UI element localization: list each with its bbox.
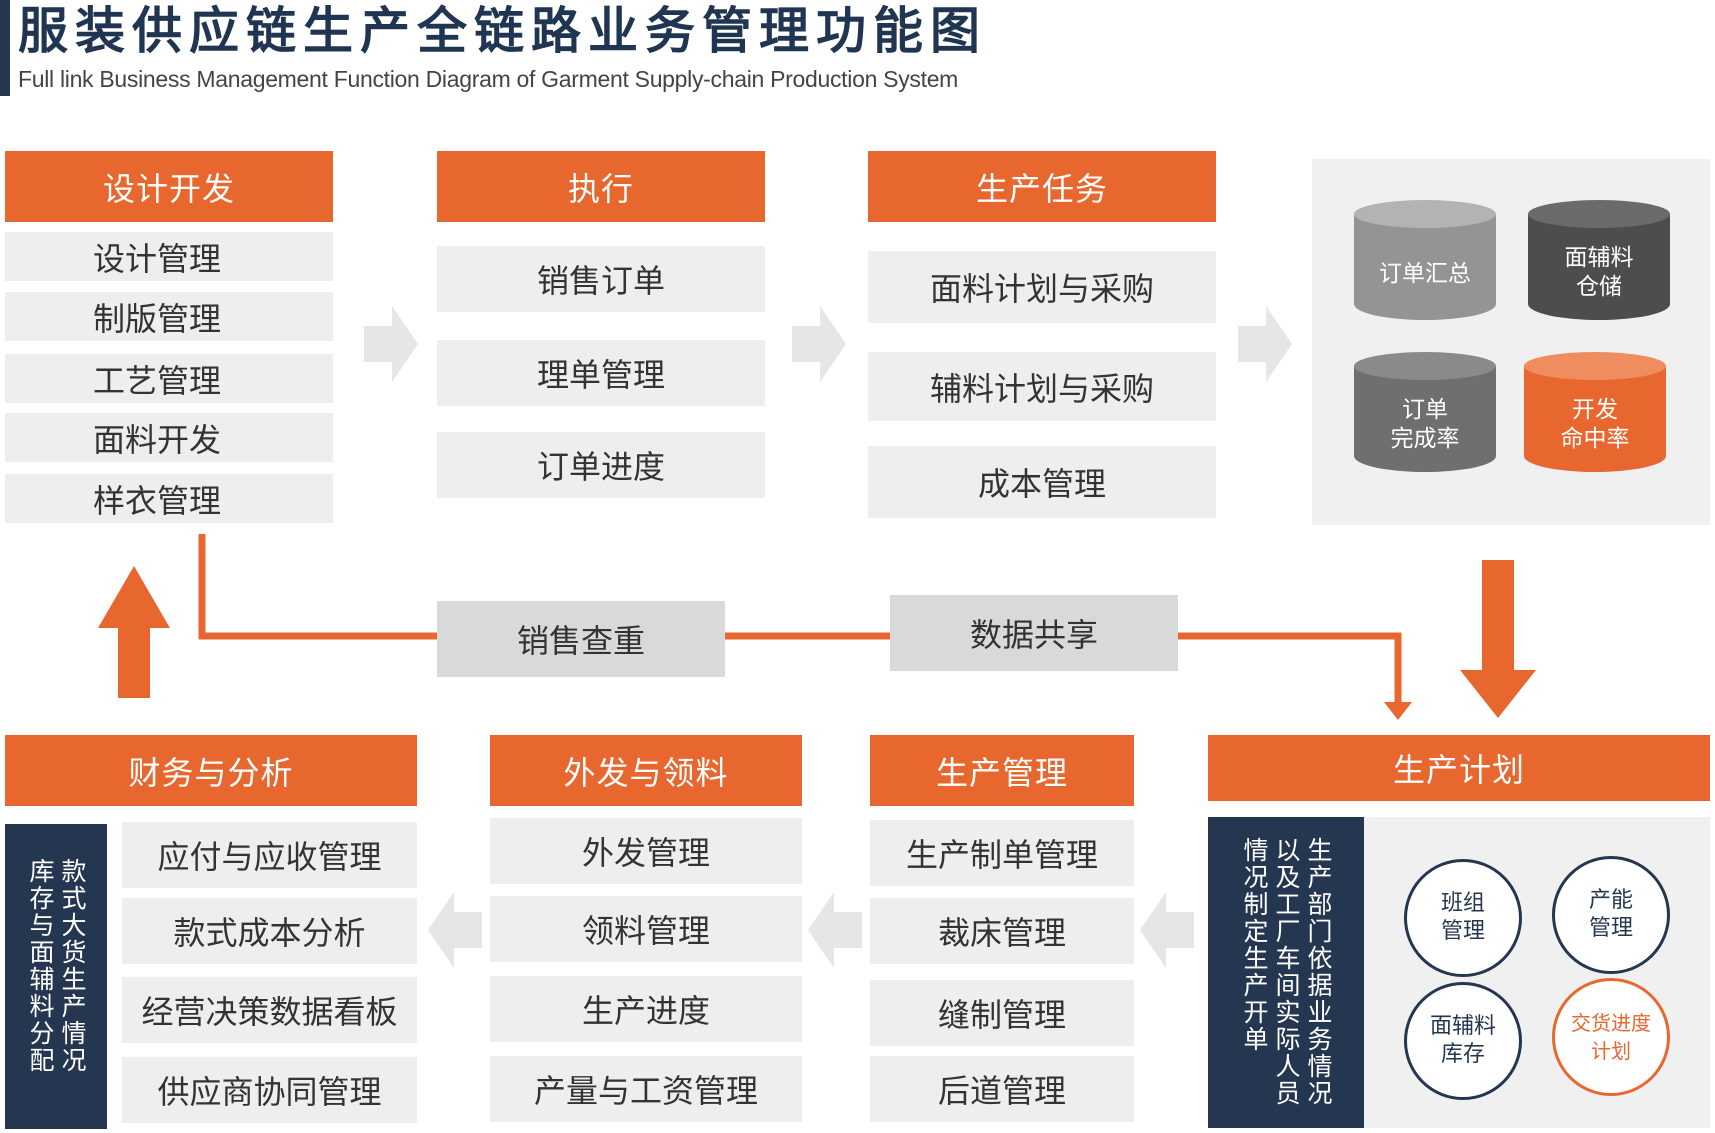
design-item[interactable]: 面料开发	[5, 413, 333, 462]
up-arrow-icon	[98, 566, 170, 698]
design-item[interactable]: 设计管理	[5, 232, 333, 281]
execute-item[interactable]: 销售订单	[437, 246, 765, 312]
cylinder-label-line: 面辅料	[1564, 245, 1634, 271]
production-item[interactable]: 生产制单管理	[870, 820, 1134, 886]
finance-header: 财务与分析	[5, 735, 417, 806]
circle-label-line: 管理	[1440, 919, 1485, 944]
circle-label-line: 库存	[1440, 1042, 1485, 1067]
plan-side-panel: 生产部门依据业务情况以及工厂车间实际人员情况制定生产开单	[1208, 817, 1364, 1128]
material-stock-circle[interactable]: 面辅料 库存	[1404, 982, 1522, 1100]
design-item[interactable]: 制版管理	[5, 292, 333, 341]
cylinder-label-line: 命中率	[1560, 426, 1630, 452]
cylinder-label: 订单汇总	[1379, 261, 1471, 287]
finance-side-panel: 款式大货生产情况库存与面辅料分配	[5, 824, 107, 1129]
capacity-management-circle[interactable]: 产能 管理	[1552, 856, 1670, 974]
plan-header: 生产计划	[1208, 735, 1710, 801]
plan-circle-panel	[1364, 817, 1710, 1128]
cylinder-label: 开发 命中率	[1524, 396, 1666, 454]
order-completion-cylinder[interactable]: 订单 完成率	[1354, 352, 1496, 486]
finance-item[interactable]: 经营决策数据看板	[122, 977, 417, 1043]
circle-label-line: 产能	[1588, 888, 1633, 913]
finance-item[interactable]: 供应商协同管理	[122, 1057, 417, 1123]
page-subtitle: Full link Business Management Function D…	[18, 66, 959, 92]
outsource-item[interactable]: 产量与工资管理	[490, 1056, 802, 1122]
cylinder-label: 面辅料 仓储	[1528, 244, 1670, 302]
outsource-item[interactable]: 生产进度	[490, 976, 802, 1042]
title-accent-bar	[0, 0, 10, 96]
task-header: 生产任务	[868, 151, 1216, 222]
right-arrow-icon	[792, 306, 846, 382]
team-management-circle[interactable]: 班组 管理	[1404, 859, 1522, 977]
execute-header: 执行	[437, 151, 765, 222]
task-item[interactable]: 辅料计划与采购	[868, 352, 1216, 421]
plan-side-text: 生产部门依据业务情况以及工厂车间实际人员情况制定生产开单	[1240, 836, 1333, 1107]
cylinder-label-line: 开发	[1572, 397, 1618, 423]
sales-check-box[interactable]: 销售查重	[437, 601, 725, 677]
production-item[interactable]: 后道管理	[870, 1056, 1134, 1122]
finance-item[interactable]: 款式成本分析	[122, 898, 417, 964]
delivery-plan-circle[interactable]: 交货进度 计划	[1552, 978, 1670, 1096]
circle-label-line: 管理	[1588, 916, 1633, 941]
material-storage-cylinder[interactable]: 面辅料 仓储	[1528, 200, 1670, 334]
circle-label-line: 面辅料	[1429, 1014, 1496, 1039]
finance-side-text: 款式大货生产情况库存与面辅料分配	[26, 857, 87, 1074]
left-arrow-icon	[808, 892, 862, 968]
cylinder-label-line: 完成率	[1390, 426, 1460, 452]
design-item[interactable]: 样衣管理	[5, 474, 333, 523]
right-arrow-icon	[1238, 306, 1292, 382]
left-arrow-icon	[1140, 892, 1194, 968]
task-item[interactable]: 面料计划与采购	[868, 251, 1216, 323]
dev-hit-rate-cylinder[interactable]: 开发 命中率	[1524, 352, 1666, 486]
execute-item[interactable]: 理单管理	[437, 340, 765, 406]
outsource-item[interactable]: 外发管理	[490, 818, 802, 884]
cylinder-label-line: 仓储	[1576, 274, 1622, 300]
production-header: 生产管理	[870, 735, 1134, 806]
circle-label-line: 班组	[1440, 891, 1485, 916]
outsource-header: 外发与领料	[490, 735, 802, 806]
execute-item[interactable]: 订单进度	[437, 432, 765, 498]
circle-label-line: 交货进度	[1571, 1011, 1651, 1035]
connector-line	[198, 534, 1402, 706]
cylinder-label-line: 订单	[1402, 397, 1448, 423]
task-item[interactable]: 成本管理	[868, 446, 1216, 518]
outsource-item[interactable]: 领料管理	[490, 896, 802, 962]
cylinder-label: 订单 完成率	[1354, 396, 1496, 454]
circle-label-line: 计划	[1591, 1039, 1631, 1063]
production-item[interactable]: 缝制管理	[870, 980, 1134, 1046]
right-arrow-icon	[364, 306, 418, 382]
down-arrow-icon	[1384, 702, 1412, 720]
order-summary-cylinder[interactable]: 订单汇总	[1354, 200, 1496, 334]
page-title: 服装供应链生产全链路业务管理功能图	[18, 2, 987, 60]
production-item[interactable]: 裁床管理	[870, 898, 1134, 964]
design-header: 设计开发	[5, 151, 333, 222]
design-item[interactable]: 工艺管理	[5, 354, 333, 403]
left-arrow-icon	[428, 892, 482, 968]
down-arrow-icon	[1460, 560, 1536, 718]
data-share-box[interactable]: 数据共享	[890, 595, 1178, 671]
finance-item[interactable]: 应付与应收管理	[122, 822, 417, 888]
